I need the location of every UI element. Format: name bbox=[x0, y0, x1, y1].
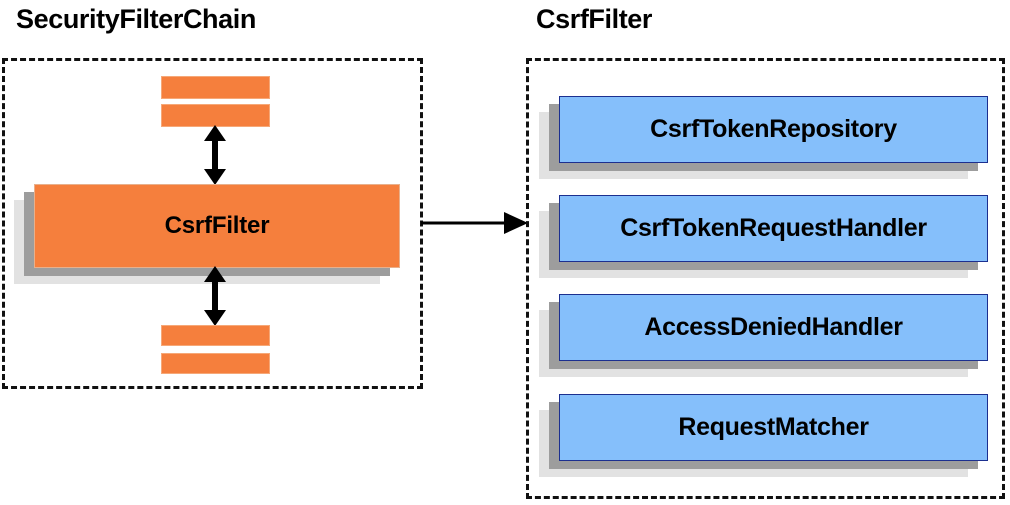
double-arrow-below-csrffilter bbox=[204, 266, 226, 326]
component-csrffilter-label: CsrfFilter bbox=[34, 184, 400, 268]
component-csrftokenrepository-label: CsrfTokenRepository bbox=[559, 96, 988, 163]
component-csrffilter[interactable]: CsrfFilter bbox=[14, 184, 400, 284]
filter-bar-below-2 bbox=[161, 353, 270, 374]
component-csrftokenrequesthandler-label: CsrfTokenRequestHandler bbox=[559, 195, 988, 262]
filter-bar-below-1 bbox=[161, 325, 270, 346]
panel-title-csrf-filter: CsrfFilter bbox=[536, 4, 653, 34]
connector-arrow-csrffilter-to-detail bbox=[421, 212, 528, 234]
panel-csrf-filter-detail bbox=[526, 58, 1005, 499]
component-accessdeniedhandler-label: AccessDeniedHandler bbox=[559, 294, 988, 361]
filter-bar-above-2 bbox=[161, 104, 270, 127]
double-arrow-above-csrffilter bbox=[204, 125, 226, 185]
component-accessdeniedhandler[interactable]: AccessDeniedHandler bbox=[539, 294, 988, 377]
component-requestmatcher[interactable]: RequestMatcher bbox=[539, 394, 988, 477]
filter-bar-above-1 bbox=[161, 76, 270, 99]
panel-title-security-filter-chain: SecurityFilterChain bbox=[16, 4, 256, 34]
component-csrftokenrequesthandler[interactable]: CsrfTokenRequestHandler bbox=[539, 195, 988, 278]
component-csrftokenrepository[interactable]: CsrfTokenRepository bbox=[539, 96, 988, 179]
component-requestmatcher-label: RequestMatcher bbox=[559, 394, 988, 461]
